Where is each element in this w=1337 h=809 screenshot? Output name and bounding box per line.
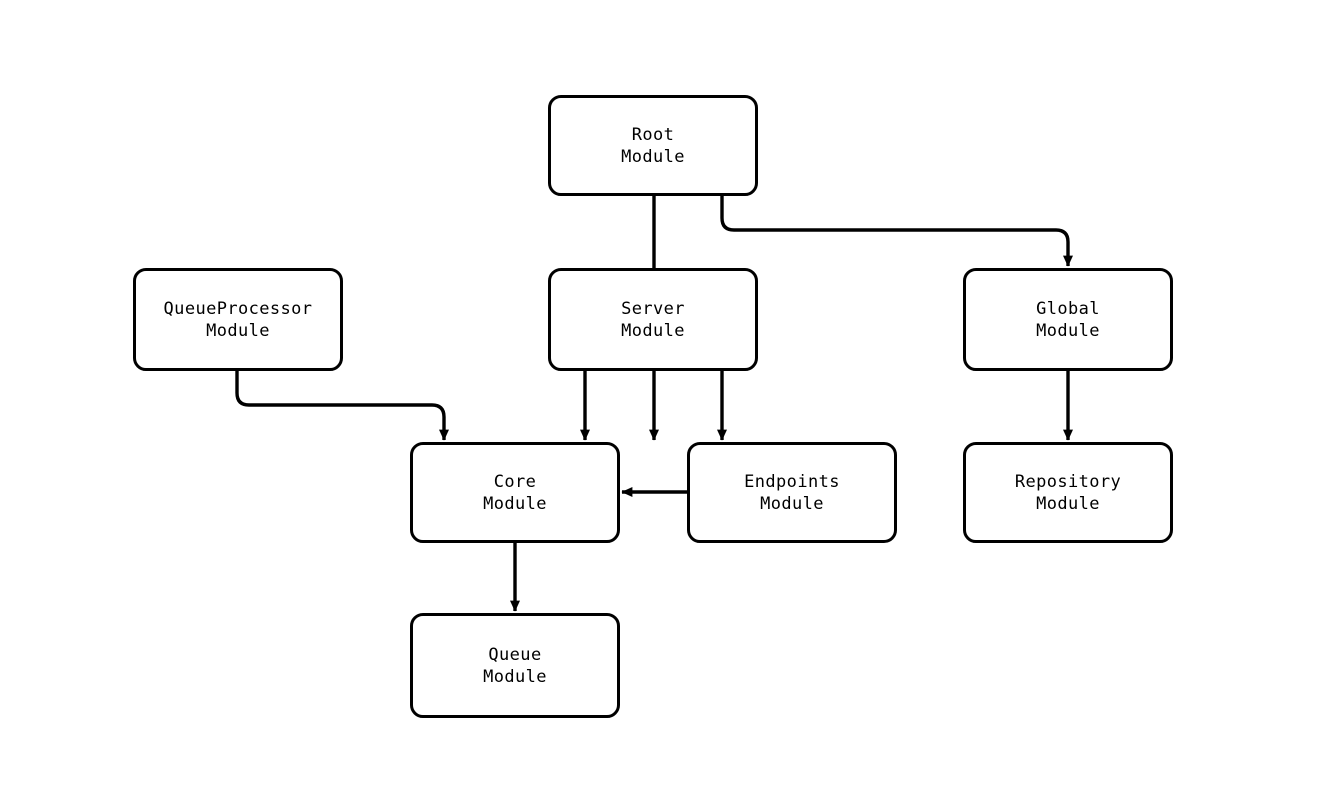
- node-server-label: Server Module: [621, 298, 685, 341]
- node-queueprocessor[interactable]: QueueProcessor Module: [133, 268, 343, 371]
- edge-queueprocessor-core: [235, 371, 449, 441]
- node-core[interactable]: Core Module: [410, 442, 620, 543]
- node-repository[interactable]: Repository Module: [963, 442, 1173, 543]
- node-root[interactable]: Root Module: [548, 95, 758, 196]
- node-endpoints[interactable]: Endpoints Module: [687, 442, 897, 543]
- node-root-label: Root Module: [621, 124, 685, 167]
- node-global[interactable]: Global Module: [963, 268, 1173, 371]
- node-queue-label: Queue Module: [483, 644, 547, 687]
- node-global-label: Global Module: [1036, 298, 1100, 341]
- node-repository-label: Repository Module: [1014, 471, 1122, 514]
- node-queue[interactable]: Queue Module: [410, 613, 620, 718]
- edge-root-global: [720, 196, 1073, 267]
- node-endpoints-label: Endpoints Module: [744, 471, 840, 514]
- node-server[interactable]: Server Module: [548, 268, 758, 371]
- node-core-label: Core Module: [483, 471, 547, 514]
- node-queueprocessor-label: QueueProcessor Module: [163, 298, 313, 341]
